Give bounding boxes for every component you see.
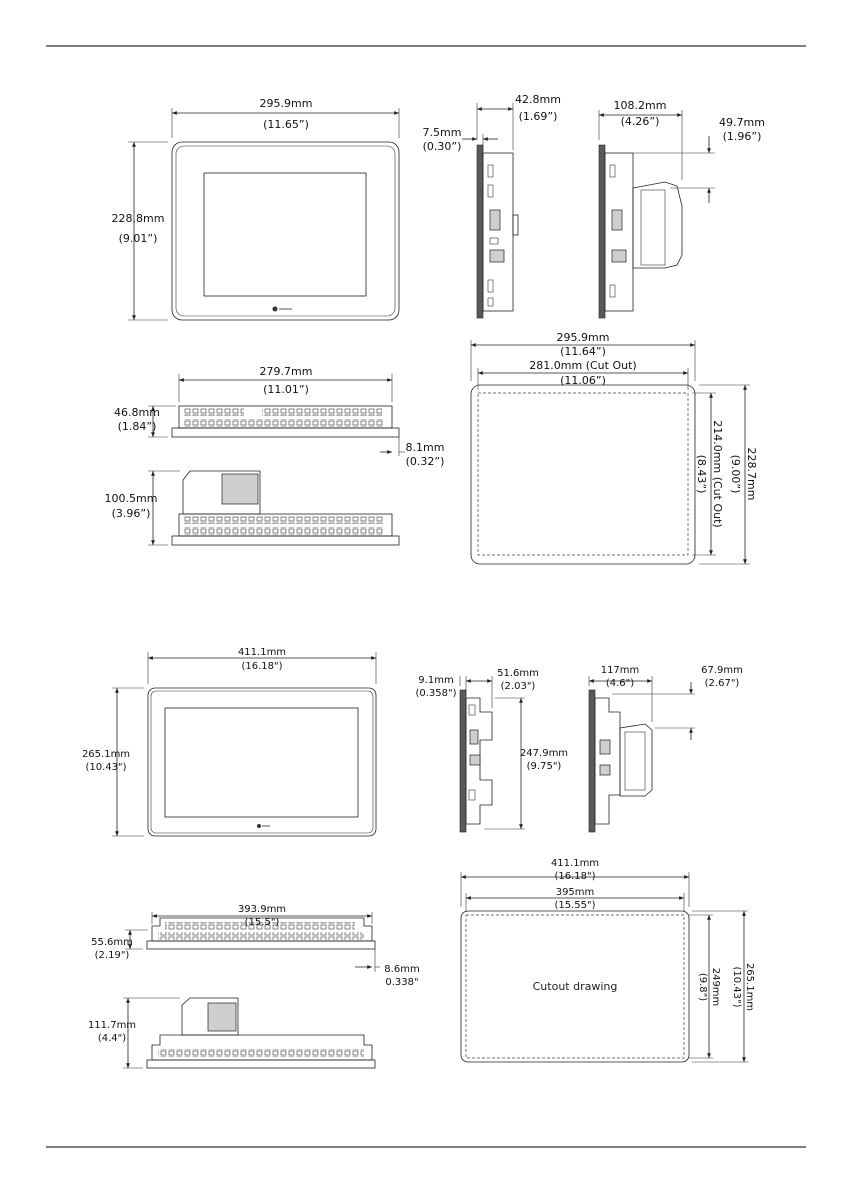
panel-a-top-module-view: 100.5mm (3.96”) bbox=[105, 470, 400, 546]
b-front-width-mm: 411.1mm bbox=[238, 647, 286, 658]
panel-a-front-view: 295.9mm (11.65”) 228.8mm (9.01”) bbox=[112, 97, 400, 321]
b-side-height-mm: 247.9mm bbox=[520, 748, 568, 759]
a-top-bezel-in: (0.32”) bbox=[406, 455, 445, 468]
b-top-bezel-in: 0.338" bbox=[385, 977, 418, 988]
b-top-depth-mm: 55.6mm bbox=[91, 937, 133, 948]
b-top-depth-in: (2.19") bbox=[95, 950, 130, 961]
b-side-height-in: (9.75") bbox=[527, 761, 562, 772]
panel-a-cutout-view: 295.9mm (11.64”) 281.0mm (Cut Out) (11.0… bbox=[470, 331, 758, 565]
panel-b-side-module-view: 117mm (4.6") 67.9mm (2.67") bbox=[588, 665, 743, 833]
a-side-bezel-mm: 7.5mm bbox=[423, 126, 462, 139]
a-mod-depth-mm: 108.2mm bbox=[614, 99, 667, 112]
a-front-height-mm: 228.8mm bbox=[112, 212, 165, 225]
b-mod-offset-in: (2.67") bbox=[705, 678, 740, 689]
a-cut-width-mm: 281.0mm (Cut Out) bbox=[529, 359, 636, 372]
b-cut-outer-width-in: (16.18") bbox=[554, 871, 595, 882]
b-mod-offset-mm: 67.9mm bbox=[701, 665, 743, 676]
b-side-depth-mm: 51.6mm bbox=[497, 668, 539, 679]
a-top-depth-mm: 46.8mm bbox=[114, 406, 160, 419]
b-topmod-depth-in: (4.4") bbox=[98, 1033, 126, 1044]
a-topmod-depth-in: (3.96”) bbox=[112, 507, 151, 520]
a-cut-height-mm: 214.0mm (Cut Out) bbox=[711, 420, 724, 527]
cutout-drawing-caption: Cutout drawing bbox=[533, 980, 618, 993]
b-side-bezel-in: (0.358") bbox=[415, 688, 456, 699]
b-top-width-mm: 393.9mm bbox=[238, 904, 286, 915]
b-mod-depth-in: (4.6") bbox=[606, 678, 634, 689]
b-front-height-mm: 265.1mm bbox=[82, 749, 130, 760]
a-cut-outer-width-in: (11.64”) bbox=[560, 345, 606, 358]
a-cut-outer-width-mm: 295.9mm bbox=[557, 331, 610, 344]
b-cut-outer-height-in: (10.43") bbox=[731, 966, 742, 1007]
a-cut-width-in: (11.06”) bbox=[560, 374, 606, 387]
panel-b-cutout-view: Cutout drawing 411.1mm (16.18") 395mm (1… bbox=[460, 858, 755, 1063]
a-cut-outer-height-mm: 228.7mm bbox=[745, 448, 758, 501]
panel-b-front-view: 411.1mm (16.18") 265.1mm (10.43") bbox=[82, 647, 377, 837]
a-side-depth-in: (1.69”) bbox=[519, 110, 558, 123]
b-front-height-in: (10.43") bbox=[85, 762, 126, 773]
b-side-depth-in: (2.03") bbox=[501, 681, 536, 692]
b-cut-outer-height-mm: 265.1mm bbox=[744, 963, 755, 1011]
a-top-width-in: (11.01”) bbox=[263, 383, 309, 396]
a-mod-offset-in: (1.96”) bbox=[723, 130, 762, 143]
a-cut-outer-height-in: (9.00”) bbox=[729, 455, 742, 494]
b-topmod-depth-mm: 111.7mm bbox=[88, 1020, 136, 1031]
a-side-depth-mm: 42.8mm bbox=[515, 93, 561, 106]
b-side-bezel-mm: 9.1mm bbox=[418, 675, 453, 686]
b-cut-width-mm: 395mm bbox=[556, 887, 595, 898]
b-top-width-in: (15.5") bbox=[245, 917, 280, 928]
a-topmod-depth-mm: 100.5mm bbox=[105, 492, 158, 505]
a-side-bezel-in: (0.30”) bbox=[423, 140, 462, 153]
panel-a-side-module-view: 108.2mm (4.26”) 49.7mm (1.96”) bbox=[598, 99, 765, 319]
b-cut-width-in: (15.55") bbox=[554, 900, 595, 911]
b-front-width-in: (16.18") bbox=[241, 661, 282, 672]
panel-b-side-view: 51.6mm (2.03") 9.1mm (0.358") 247.9mm (9… bbox=[415, 668, 568, 833]
b-cut-height-in: (9.8") bbox=[697, 973, 708, 1001]
panel-a-top-view: 279.7mm (11.01”) 46.8mm (1.84”) 8.1mm (0… bbox=[114, 365, 444, 468]
b-cut-outer-width-mm: 411.1mm bbox=[551, 858, 599, 869]
panel-b-top-module-view: 111.7mm (4.4") bbox=[88, 997, 376, 1069]
panel-b-top-view: 393.9mm (15.5") 55.6mm (2.19") 8.6mm 0.3… bbox=[91, 904, 420, 988]
b-mod-depth-mm: 117mm bbox=[601, 665, 640, 676]
a-mod-depth-in: (4.26”) bbox=[621, 115, 660, 128]
panel-a-side-view: 42.8mm (1.69”) 7.5mm (0.30”) bbox=[423, 93, 561, 319]
a-front-height-in: (9.01”) bbox=[119, 232, 158, 245]
b-top-bezel-mm: 8.6mm bbox=[384, 964, 419, 975]
a-top-depth-in: (1.84”) bbox=[118, 420, 157, 433]
a-front-width-mm: 295.9mm bbox=[260, 97, 313, 110]
a-top-width-mm: 279.7mm bbox=[260, 365, 313, 378]
a-top-bezel-mm: 8.1mm bbox=[406, 441, 445, 454]
a-cut-height-in: (8.43”) bbox=[695, 455, 708, 494]
a-front-width-in: (11.65”) bbox=[263, 118, 309, 131]
b-cut-height-mm: 249mm bbox=[710, 968, 721, 1007]
a-mod-offset-mm: 49.7mm bbox=[719, 116, 765, 129]
